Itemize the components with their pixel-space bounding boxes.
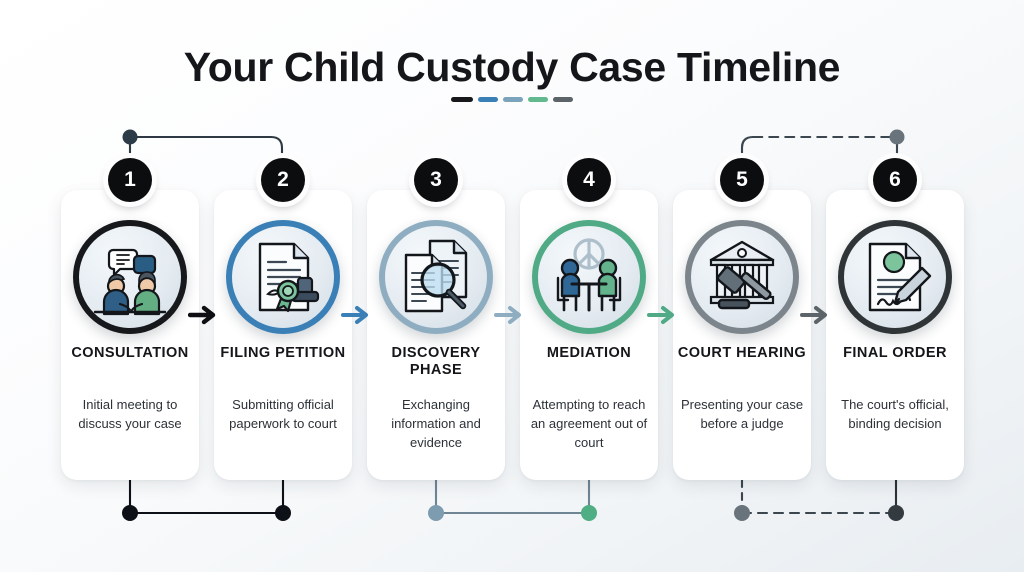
timeline-step-card-1[interactable]: 1 — [61, 158, 199, 480]
arrow-step5-to-step6 — [800, 303, 834, 327]
connector-bottom-middle — [428, 478, 597, 521]
page-title: Your Child Custody Case Timeline — [183, 44, 841, 90]
divider-dash-4 — [528, 97, 548, 102]
documents-magnifier-icon — [404, 239, 468, 313]
step-number-badge-2: 2 — [261, 158, 305, 202]
step-number-badge-1: 1 — [108, 158, 152, 202]
step-title-5: COURT HEARING — [677, 345, 807, 361]
step-icon-3 — [379, 220, 493, 334]
timeline-step-card-3[interactable]: 3 DISCOVERY PHASE Exchanging information… — [367, 158, 505, 480]
divider-dash-2 — [478, 97, 498, 102]
step-icon-5 — [685, 220, 799, 334]
divider-dash-3 — [503, 97, 523, 102]
mediation-table-peace-icon — [556, 238, 622, 312]
arrow-step2-to-step3 — [341, 303, 375, 327]
step-description-3: Exchanging information and evidence — [391, 397, 481, 450]
step-title-2: FILING PETITION — [220, 345, 346, 361]
divider-dash-1 — [451, 97, 473, 102]
arrow-step3-to-step4 — [494, 303, 528, 327]
arrow-step1-to-step2 — [188, 303, 222, 327]
step-number-badge-5: 5 — [720, 158, 764, 202]
courthouse-gavel-icon — [709, 240, 775, 310]
connector-bottom-right — [734, 478, 904, 521]
step-description-2: Submitting official paperwork to court — [229, 397, 337, 431]
step-title-3: DISCOVERY PHASE — [391, 345, 481, 378]
step-title-6: FINAL ORDER — [843, 345, 947, 361]
step-number-badge-3: 3 — [414, 158, 458, 202]
step-icon-6 — [838, 220, 952, 334]
timeline-step-card-4[interactable]: 4 — [520, 158, 658, 480]
people-talking-icon — [93, 248, 167, 316]
divider-dash-5 — [553, 97, 573, 102]
step-description-4: Attempting to reach an agreement out of … — [530, 397, 648, 450]
arrow-step4-to-step5 — [647, 303, 681, 327]
title-divider — [0, 97, 1024, 102]
step-number-badge-4: 4 — [567, 158, 611, 202]
step-description-5: Presenting your case before a judge — [680, 397, 804, 431]
step-title-4: MEDIATION — [546, 345, 632, 361]
step-icon-4 — [532, 220, 646, 334]
step-description-6: The court's official, binding decision — [841, 397, 949, 431]
signed-document-pen-icon — [868, 242, 932, 312]
document-seal-stamp-icon — [258, 242, 320, 313]
step-number-badge-6: 6 — [873, 158, 917, 202]
step-description-1: Initial meeting to discuss your case — [78, 397, 182, 431]
connector-bottom-left — [122, 478, 291, 521]
step-icon-2 — [226, 220, 340, 334]
timeline-step-card-5[interactable]: 5 COURT HEARING Pr — [673, 158, 811, 480]
timeline-step-card-6[interactable]: 6 FINAL ORDER The court's official, bind… — [826, 158, 964, 480]
timeline-step-card-2[interactable]: 2 FILING PETITION Submitting — [214, 158, 352, 480]
step-icon-1 — [73, 220, 187, 334]
step-title-1: CONSULTATION — [71, 345, 189, 361]
